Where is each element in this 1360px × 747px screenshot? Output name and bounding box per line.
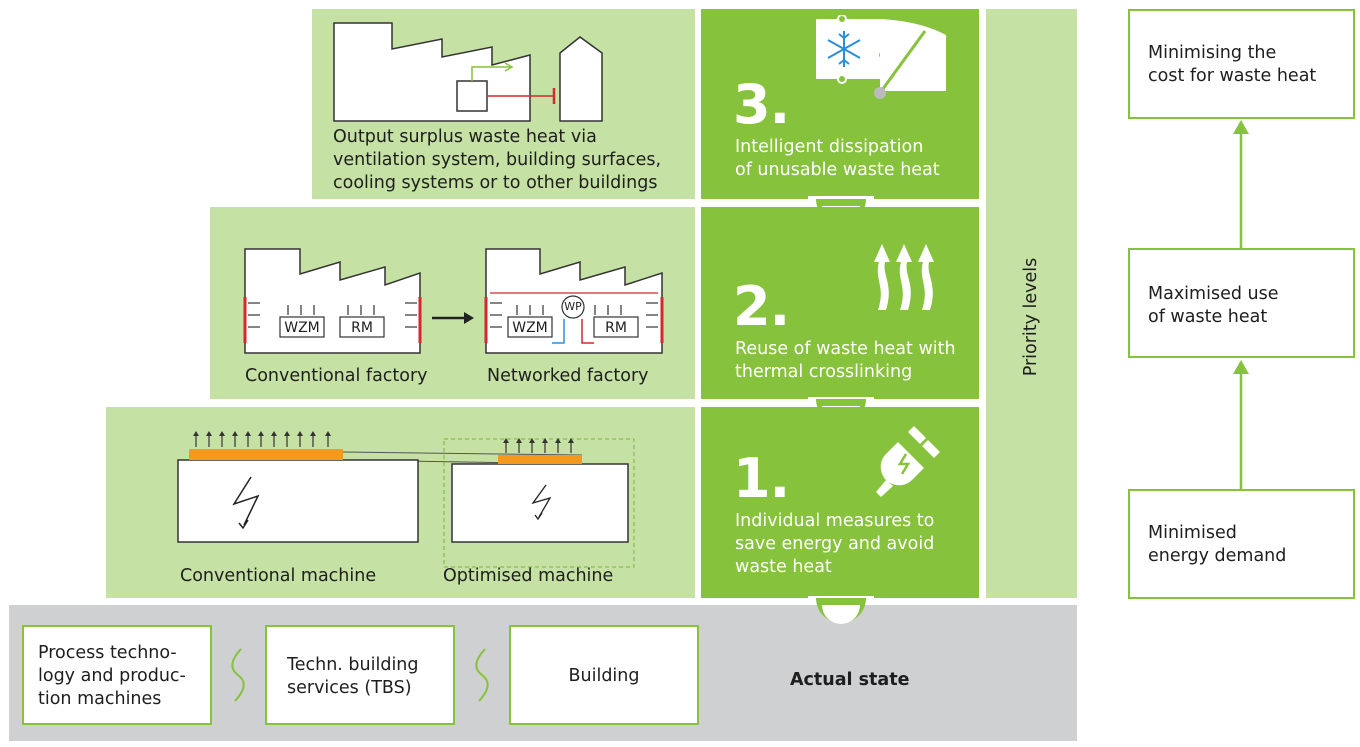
conventional-factory-caption: Conventional factory: [245, 366, 428, 386]
goal-minimised-energy-box: Minimised energy demand: [1128, 489, 1355, 599]
level-1-number: 1.: [733, 447, 790, 510]
arrow-up-icon: [1233, 120, 1249, 134]
rm-label-conventional: RM: [351, 320, 373, 336]
goal-maximised-use-box: Maximised use of waste heat: [1128, 248, 1355, 358]
goal-minimising-cost-box: Minimising the cost for waste heat: [1128, 9, 1355, 119]
priority-levels-label: Priority levels: [1021, 257, 1041, 377]
arrow-up-icon: [1233, 360, 1249, 374]
snowflake-icon: [827, 31, 861, 67]
level-2-priority-block: [701, 207, 979, 399]
goal-arrows: [1233, 120, 1249, 489]
wzm-label-networked: WZM: [512, 320, 548, 336]
neighbour-building: [559, 36, 603, 122]
factory-dissipation-illustration: [333, 22, 603, 122]
level-3-text: Intelligent dissipation of unusable wast…: [735, 137, 940, 180]
level-2-text: Reuse of waste heat with thermal crossli…: [735, 339, 956, 382]
wzm-label-conventional: WZM: [284, 320, 320, 336]
snowflake-fan-icon: [816, 15, 946, 99]
heat-waves-icon: [874, 244, 934, 310]
cooling-unit-box: [456, 80, 488, 112]
level-1-text: Individual measures to save energy and a…: [735, 511, 935, 577]
level-3-number: 3.: [733, 73, 790, 136]
optimised-machine-caption: Optimised machine: [443, 566, 614, 586]
wp-heat-pump-label: WP: [564, 300, 582, 313]
connector-squiggle-2: [475, 648, 489, 702]
factory-networking-illustration: [243, 248, 664, 354]
connector-squiggle-1: [231, 648, 245, 702]
building-services-box: Techn. building services (TBS): [265, 625, 455, 725]
rm-label-networked: RM: [605, 320, 627, 336]
actual-state-label: Actual state: [790, 670, 910, 690]
conventional-machine-caption: Conventional machine: [180, 566, 377, 586]
machine-comparison-illustration: [177, 431, 635, 568]
level-3-caption: Output surplus waste heat via ventilatio…: [333, 127, 662, 193]
level-1-priority-block: [701, 407, 979, 598]
level-2-number: 2.: [733, 275, 790, 338]
networked-factory-caption: Networked factory: [487, 366, 649, 386]
building-box: Building: [509, 625, 699, 725]
puzzle-connector-1: [808, 596, 874, 624]
energy-plug-icon: [876, 426, 940, 497]
priority-levels-column: [986, 9, 1077, 598]
process-technology-box: Process techno- logy and produc- tion ma…: [22, 625, 212, 725]
